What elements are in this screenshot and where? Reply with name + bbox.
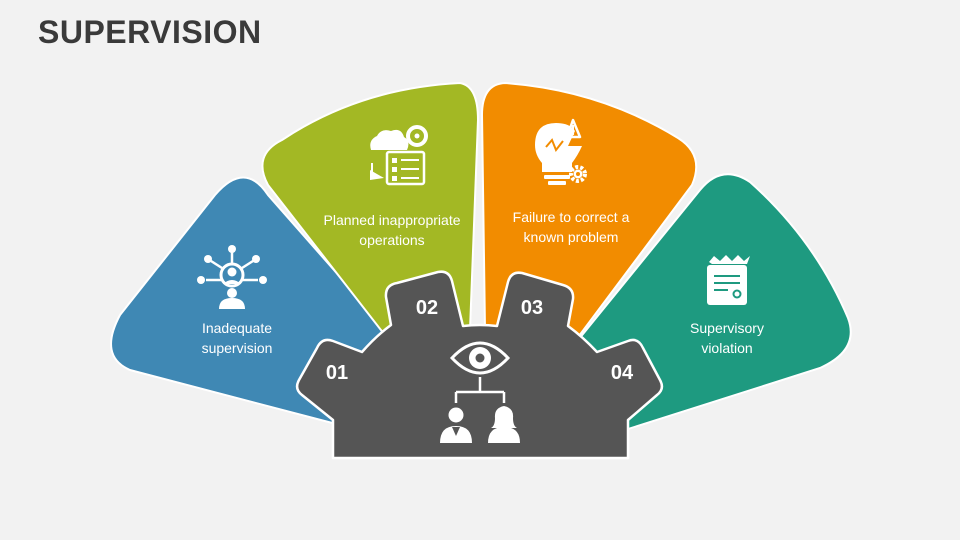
item-04-label-line2: violation [701,340,752,356]
warning-bulb-icon [535,118,587,185]
item-01-number: 01 [326,362,348,384]
certificate-icon [707,255,750,305]
item-01-label-line1: Inadequate [202,320,272,336]
item-03-number: 03 [521,297,543,319]
eye-hierarchy-icon [440,341,520,443]
item-04-label-line1: Supervisory [690,320,764,336]
network-user-icon [197,245,267,309]
item-02-number: 02 [416,297,438,319]
item-02-label-line2: operations [359,232,424,248]
item-02-label-line1: Planned inappropriate [324,212,461,228]
item-03-label-line1: Failure to correct a [513,209,630,225]
planning-gears-icon [370,125,428,186]
page-title: SUPERVISION [38,14,262,50]
hub-gear: 01 02 03 04 [295,270,664,460]
item-03-label-line2: known problem [524,229,619,245]
item-01-label-line2: supervision [202,340,273,356]
item-04-number: 04 [611,362,634,384]
